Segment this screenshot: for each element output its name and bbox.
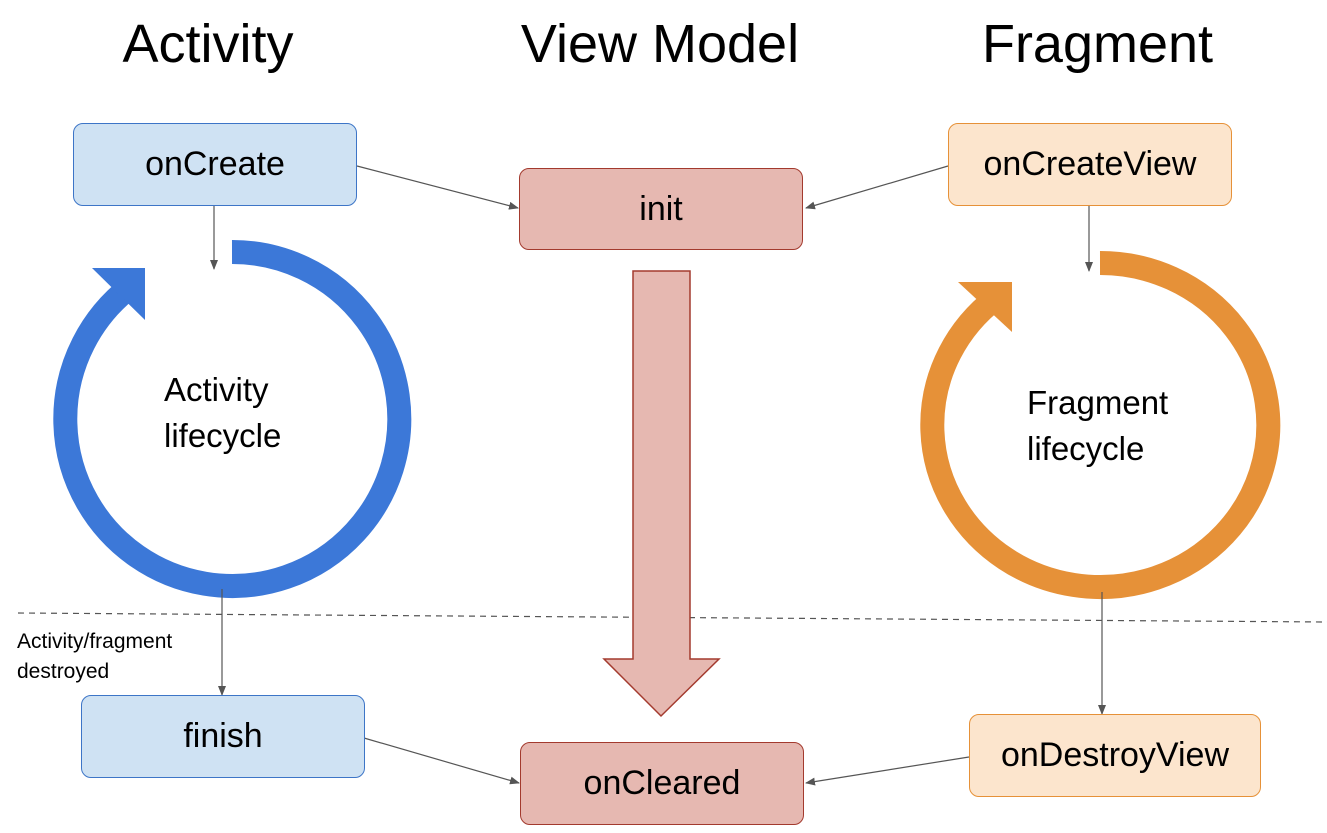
activity-cycle-ring bbox=[53, 240, 412, 598]
viewmodel-column-title: View Model bbox=[520, 14, 800, 74]
init-box: init bbox=[519, 168, 803, 250]
activity-lifecycle-line1: Activity bbox=[164, 371, 269, 408]
oncreate-box: onCreate bbox=[73, 123, 357, 206]
activity-cycle-arrowhead bbox=[92, 268, 145, 320]
connector-oncreate-to-init bbox=[356, 165, 519, 210]
oncleared-box: onCleared bbox=[520, 742, 804, 825]
fragment-lifecycle-label: Fragment lifecycle bbox=[1027, 380, 1168, 472]
connector-finish-to-oncleared bbox=[363, 737, 520, 785]
fragment-column-title: Fragment bbox=[981, 14, 1214, 74]
fragment-lifecycle-line2: lifecycle bbox=[1027, 430, 1145, 467]
finish-box: finish bbox=[81, 695, 365, 778]
fragment-cycle-ring bbox=[920, 251, 1281, 599]
oncreateview-box: onCreateView bbox=[948, 123, 1232, 206]
destroyed-note-line2: destroyed bbox=[17, 660, 110, 683]
connector-ondestroyview-to-oncleared bbox=[805, 756, 970, 786]
ondestroyview-box: onDestroyView bbox=[969, 714, 1261, 797]
activity-column-title: Activity bbox=[122, 14, 294, 74]
destroyed-note-line1: Activity/fragment bbox=[17, 630, 173, 653]
destroyed-note: Activity/fragment destroyed bbox=[17, 627, 172, 687]
connector-oncreateview-to-init bbox=[805, 165, 949, 210]
fragment-lifecycle-line1: Fragment bbox=[1027, 384, 1169, 421]
viewmodel-lifetime-arrow bbox=[602, 270, 721, 718]
fragment-cycle-arrowhead bbox=[958, 282, 1012, 332]
activity-lifecycle-label: Activity lifecycle bbox=[164, 367, 281, 459]
activity-lifecycle-line2: lifecycle bbox=[164, 417, 282, 454]
